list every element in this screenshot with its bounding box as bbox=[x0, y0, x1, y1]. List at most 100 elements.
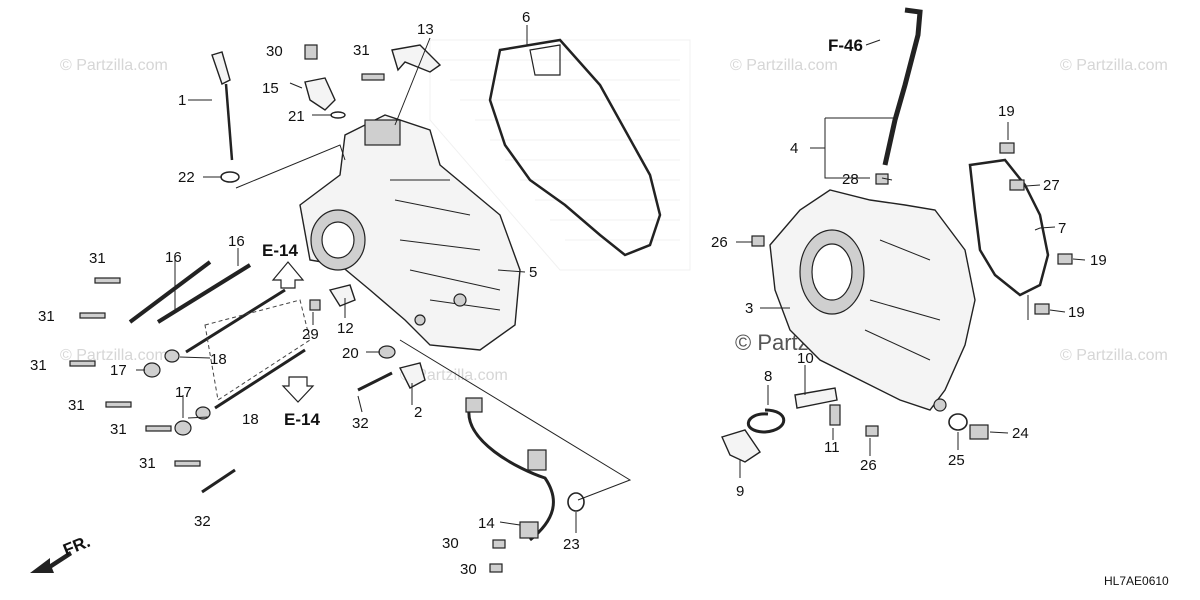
watermark-mid-left: © Partzilla.com bbox=[60, 347, 168, 364]
callout-26-b: 26 bbox=[860, 457, 877, 474]
callout-32-a: 32 bbox=[352, 415, 369, 432]
callout-31-d: 31 bbox=[30, 357, 47, 374]
callout-6: 6 bbox=[522, 9, 530, 26]
callout-25: 25 bbox=[948, 452, 965, 469]
callout-31-b: 31 bbox=[89, 250, 106, 267]
callout-10: 10 bbox=[797, 350, 814, 367]
leader-lines bbox=[136, 25, 1086, 533]
right-cover-assembly bbox=[769, 189, 976, 412]
callout-20: 20 bbox=[342, 345, 359, 362]
callout-31-e: 31 bbox=[68, 397, 85, 414]
breather-hose bbox=[882, 7, 923, 166]
collar-18-b bbox=[195, 406, 211, 420]
left-cover-gasket bbox=[488, 38, 662, 257]
callout-21: 21 bbox=[288, 108, 305, 125]
callouts: 1 2 3 4 5 6 7 8 9 10 11 12 13 14 15 16 1… bbox=[30, 9, 1107, 578]
arm-9 bbox=[721, 429, 761, 463]
callout-23: 23 bbox=[563, 536, 580, 553]
bolt-30-a bbox=[492, 539, 506, 549]
callout-17-b: 17 bbox=[175, 384, 192, 401]
clip-12 bbox=[328, 284, 356, 307]
dowel-19-c bbox=[1034, 303, 1050, 315]
callout-5: 5 bbox=[529, 264, 537, 281]
stud-bolts bbox=[128, 260, 311, 410]
nut-17-a bbox=[143, 362, 161, 378]
ref-e14-top: E-14 bbox=[262, 241, 298, 260]
clamp-2 bbox=[398, 362, 426, 389]
dowel-26-b bbox=[865, 425, 879, 437]
dowel-26-a bbox=[751, 235, 765, 247]
shaft-10 bbox=[794, 387, 838, 409]
callout-19-c: 19 bbox=[1068, 304, 1085, 321]
watermark-mid-right: © Partzilla.com bbox=[1060, 347, 1168, 364]
bolt-29 bbox=[309, 299, 321, 311]
ref-arrow-e14-up bbox=[271, 261, 305, 289]
callout-8: 8 bbox=[764, 368, 772, 385]
o-ring-23 bbox=[567, 492, 585, 512]
spring-8 bbox=[746, 408, 786, 434]
nut-17-b bbox=[174, 420, 192, 436]
callout-16-a: 16 bbox=[165, 249, 182, 266]
ref-f46: F-46 bbox=[828, 36, 863, 55]
right-cover-gasket bbox=[968, 158, 1050, 297]
callout-28: 28 bbox=[842, 171, 859, 188]
callout-18-a: 18 bbox=[210, 351, 227, 368]
callout-30-a: 30 bbox=[266, 43, 283, 60]
bolt-31-top bbox=[361, 73, 385, 81]
callout-7: 7 bbox=[1058, 220, 1066, 237]
callout-4: 4 bbox=[790, 140, 798, 157]
callout-31-f: 31 bbox=[110, 421, 127, 438]
callout-19-b: 19 bbox=[1090, 252, 1107, 269]
callout-19-a: 19 bbox=[998, 103, 1015, 120]
callout-9: 9 bbox=[736, 483, 744, 500]
callout-29: 29 bbox=[302, 326, 319, 343]
callout-3: 3 bbox=[745, 300, 753, 317]
callout-11: 11 bbox=[824, 439, 840, 456]
callout-12: 12 bbox=[337, 320, 354, 337]
ref-arrow-e14-down bbox=[281, 376, 315, 403]
bolt-30-b bbox=[489, 563, 503, 573]
callout-14: 14 bbox=[478, 515, 495, 532]
watermark-top-right: © Partzilla.com bbox=[1060, 57, 1168, 74]
callout-18-b: 18 bbox=[242, 411, 259, 428]
bolts-left bbox=[69, 277, 393, 494]
callout-31-c: 31 bbox=[38, 308, 55, 325]
callout-26-a: 26 bbox=[711, 234, 728, 251]
dipstick-o-ring bbox=[220, 171, 240, 183]
brand-wing-backdrop bbox=[429, 39, 691, 271]
washer-25 bbox=[948, 413, 968, 431]
sensor-harness-14 bbox=[467, 404, 555, 542]
callout-16-b: 16 bbox=[228, 233, 245, 250]
oil-dipstick bbox=[211, 51, 234, 161]
ref-e14-bottom: E-14 bbox=[284, 410, 320, 429]
front-label: FR. bbox=[60, 532, 93, 560]
dowel-19-b bbox=[1057, 253, 1073, 265]
o-ring-21 bbox=[330, 111, 346, 119]
callout-13: 13 bbox=[417, 21, 434, 38]
collar-18-a bbox=[164, 349, 180, 363]
dowel-19-a bbox=[999, 142, 1015, 154]
watermark-top-center: © Partzilla.com bbox=[730, 57, 838, 74]
callout-15: 15 bbox=[262, 80, 279, 97]
callout-17-a: 17 bbox=[110, 362, 127, 379]
front-direction-arrow bbox=[30, 551, 72, 573]
callout-32-b: 32 bbox=[194, 513, 211, 530]
bolt-30-top bbox=[304, 44, 318, 60]
watermark-top-left: © Partzilla.com bbox=[60, 57, 168, 74]
callout-30-b: 30 bbox=[442, 535, 459, 552]
callout-22: 22 bbox=[178, 169, 195, 186]
drawing-code: HL7AE0610 bbox=[1104, 574, 1169, 588]
callout-31-a: 31 bbox=[353, 42, 370, 59]
callout-2: 2 bbox=[414, 404, 422, 421]
dowel-27 bbox=[1009, 179, 1025, 191]
callout-30-c: 30 bbox=[460, 561, 477, 578]
drain-bolt-24 bbox=[969, 424, 989, 440]
left-crankcase-cover bbox=[299, 114, 521, 351]
washer-20 bbox=[378, 345, 396, 359]
callout-24: 24 bbox=[1012, 425, 1029, 442]
watermark-mid-center: © Partzilla.com bbox=[400, 367, 508, 384]
bracket-13 bbox=[391, 44, 442, 73]
pin-11 bbox=[829, 404, 841, 426]
callout-1: 1 bbox=[178, 92, 186, 109]
